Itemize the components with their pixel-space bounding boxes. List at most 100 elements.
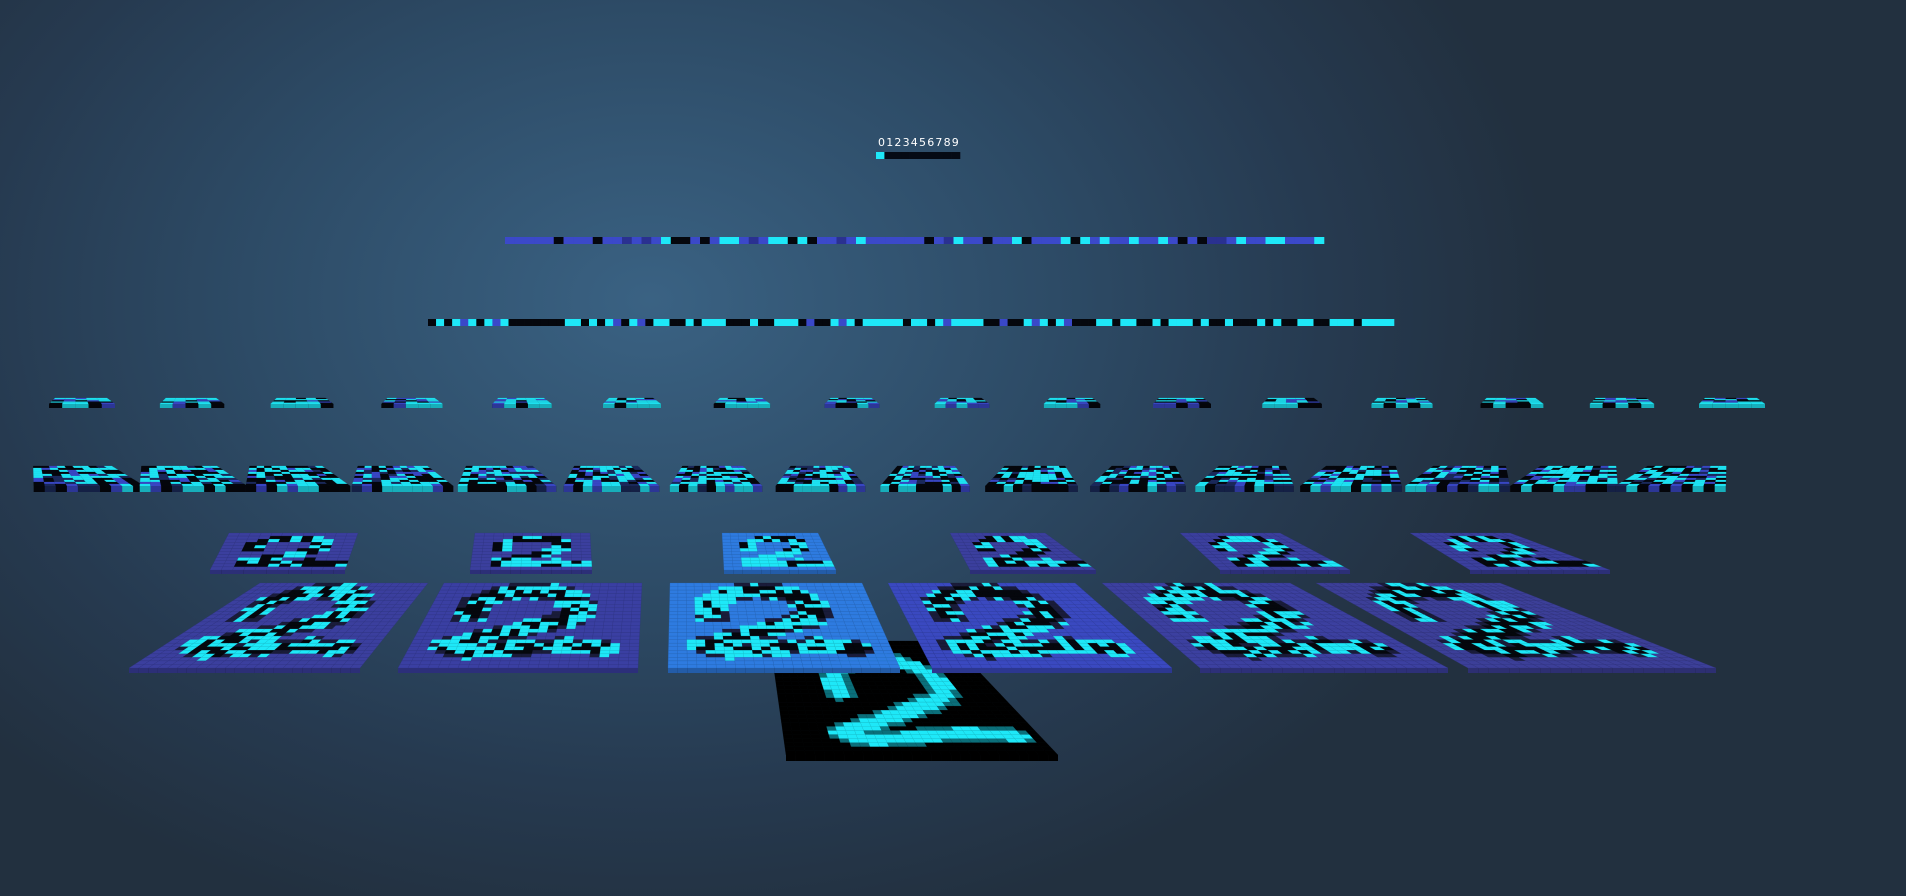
dense2-neuron[interactable] [670, 237, 681, 244]
dense1-neuron[interactable] [1144, 319, 1153, 326]
dense1-neuron[interactable] [975, 319, 984, 326]
dense1-neuron[interactable] [1176, 319, 1185, 326]
dense1-neuron[interactable] [862, 319, 872, 326]
dense1-neuron[interactable] [1160, 319, 1169, 326]
output-layer[interactable] [876, 152, 961, 159]
dense1-neuron[interactable] [693, 319, 702, 326]
dense1-neuron[interactable] [991, 319, 1000, 326]
pool2-feature-map[interactable] [934, 397, 990, 408]
output-neuron[interactable] [876, 152, 885, 159]
dense1-neuron[interactable] [1104, 319, 1113, 326]
dense2-neuron[interactable] [1080, 237, 1091, 244]
dense2-neuron[interactable] [592, 237, 603, 244]
dense1-neuron[interactable] [1233, 319, 1242, 326]
dense2-neuron[interactable] [1031, 237, 1042, 244]
dense2-neuron[interactable] [982, 237, 993, 244]
conv2-feature-map[interactable] [563, 465, 660, 492]
dense1-neuron[interactable] [854, 319, 863, 326]
dense1-neuron[interactable] [838, 319, 847, 326]
dense2-neuron[interactable] [817, 237, 828, 244]
pool2-feature-map[interactable] [1043, 397, 1101, 408]
dense1-neuron[interactable] [468, 319, 477, 326]
dense2-neuron[interactable] [1275, 237, 1286, 244]
dense1-neuron[interactable] [1241, 319, 1250, 326]
dense1-neuron[interactable] [484, 319, 493, 326]
dense1-neuron[interactable] [1023, 319, 1033, 326]
dense1-neuron[interactable] [524, 319, 533, 326]
output-neuron[interactable] [901, 152, 910, 159]
dense1-neuron[interactable] [428, 319, 437, 326]
dense1-neuron[interactable] [878, 319, 888, 326]
output-neuron[interactable] [951, 152, 961, 159]
dense2-neuron[interactable] [1197, 237, 1208, 244]
dense2-neuron[interactable] [768, 237, 779, 244]
dense1-neuron[interactable] [790, 319, 799, 326]
dense2-neuron[interactable] [739, 237, 750, 244]
conv1-feature-map[interactable] [397, 582, 643, 673]
dense1-neuron[interactable] [613, 319, 622, 326]
dense1-neuron[interactable] [1321, 319, 1330, 326]
pool1-feature-map[interactable] [1409, 532, 1611, 574]
pool1-feature-map[interactable] [949, 532, 1097, 574]
dense2-neuron[interactable] [631, 237, 642, 244]
dense1-neuron[interactable] [1080, 319, 1089, 326]
dense1-neuron[interactable] [677, 319, 686, 326]
dense1-layer[interactable] [428, 319, 1395, 326]
dense2-neuron[interactable] [1207, 237, 1218, 244]
dense1-neuron[interactable] [637, 319, 646, 326]
dense2-neuron[interactable] [583, 237, 594, 244]
conv2-feature-map[interactable] [1404, 465, 1510, 492]
dense1-neuron[interactable] [1047, 319, 1057, 326]
dense1-neuron[interactable] [452, 319, 461, 326]
conv1-feature-map[interactable] [1315, 582, 1717, 673]
pool1-feature-map[interactable] [209, 532, 359, 574]
dense2-neuron[interactable] [895, 237, 906, 244]
dense1-neuron[interactable] [959, 319, 968, 326]
dense1-neuron[interactable] [1096, 319, 1105, 326]
dense1-neuron[interactable] [1112, 319, 1121, 326]
dense2-neuron[interactable] [1226, 237, 1237, 244]
conv1-feature-map[interactable] [667, 582, 901, 673]
dense2-neuron[interactable] [1246, 237, 1257, 244]
pool2-feature-map[interactable] [48, 397, 116, 408]
conv2-feature-map[interactable] [1194, 465, 1294, 492]
dense2-neuron[interactable] [1041, 237, 1052, 244]
dense2-neuron[interactable] [563, 237, 574, 244]
conv2-feature-map[interactable] [775, 465, 866, 492]
dense1-neuron[interactable] [1055, 319, 1065, 326]
dense1-neuron[interactable] [911, 319, 920, 326]
dense2-neuron[interactable] [778, 237, 789, 244]
dense1-neuron[interactable] [1273, 319, 1282, 326]
pool2-feature-map[interactable] [824, 397, 880, 408]
dense2-neuron[interactable] [651, 237, 662, 244]
dense1-neuron[interactable] [1072, 319, 1081, 326]
dense1-neuron[interactable] [460, 319, 469, 326]
dense1-neuron[interactable] [1208, 319, 1218, 326]
dense1-neuron[interactable] [806, 319, 815, 326]
pool1-layer[interactable] [209, 532, 1611, 574]
dense2-neuron[interactable] [885, 237, 896, 244]
dense2-neuron[interactable] [680, 237, 691, 244]
dense1-neuron[interactable] [589, 319, 598, 326]
dense1-neuron[interactable] [1168, 319, 1177, 326]
dense1-neuron[interactable] [717, 319, 727, 326]
dense1-neuron[interactable] [927, 319, 936, 326]
dense1-neuron[interactable] [629, 319, 638, 326]
dense2-neuron[interactable] [1314, 237, 1325, 244]
dense1-neuron[interactable] [653, 319, 662, 326]
dense1-neuron[interactable] [1039, 319, 1049, 326]
dense1-neuron[interactable] [766, 319, 775, 326]
dense1-neuron[interactable] [1257, 319, 1266, 326]
dense1-neuron[interactable] [951, 319, 960, 326]
dense2-neuron[interactable] [690, 237, 701, 244]
dense1-neuron[interactable] [1184, 319, 1194, 326]
pool2-feature-map[interactable] [270, 397, 334, 408]
dense2-neuron[interactable] [992, 237, 1003, 244]
dense1-neuron[interactable] [1216, 319, 1226, 326]
dense1-neuron[interactable] [935, 319, 944, 326]
dense1-neuron[interactable] [556, 319, 566, 326]
dense2-neuron[interactable] [1285, 237, 1296, 244]
dense2-neuron[interactable] [1070, 237, 1081, 244]
conv1-feature-map[interactable] [128, 582, 429, 673]
